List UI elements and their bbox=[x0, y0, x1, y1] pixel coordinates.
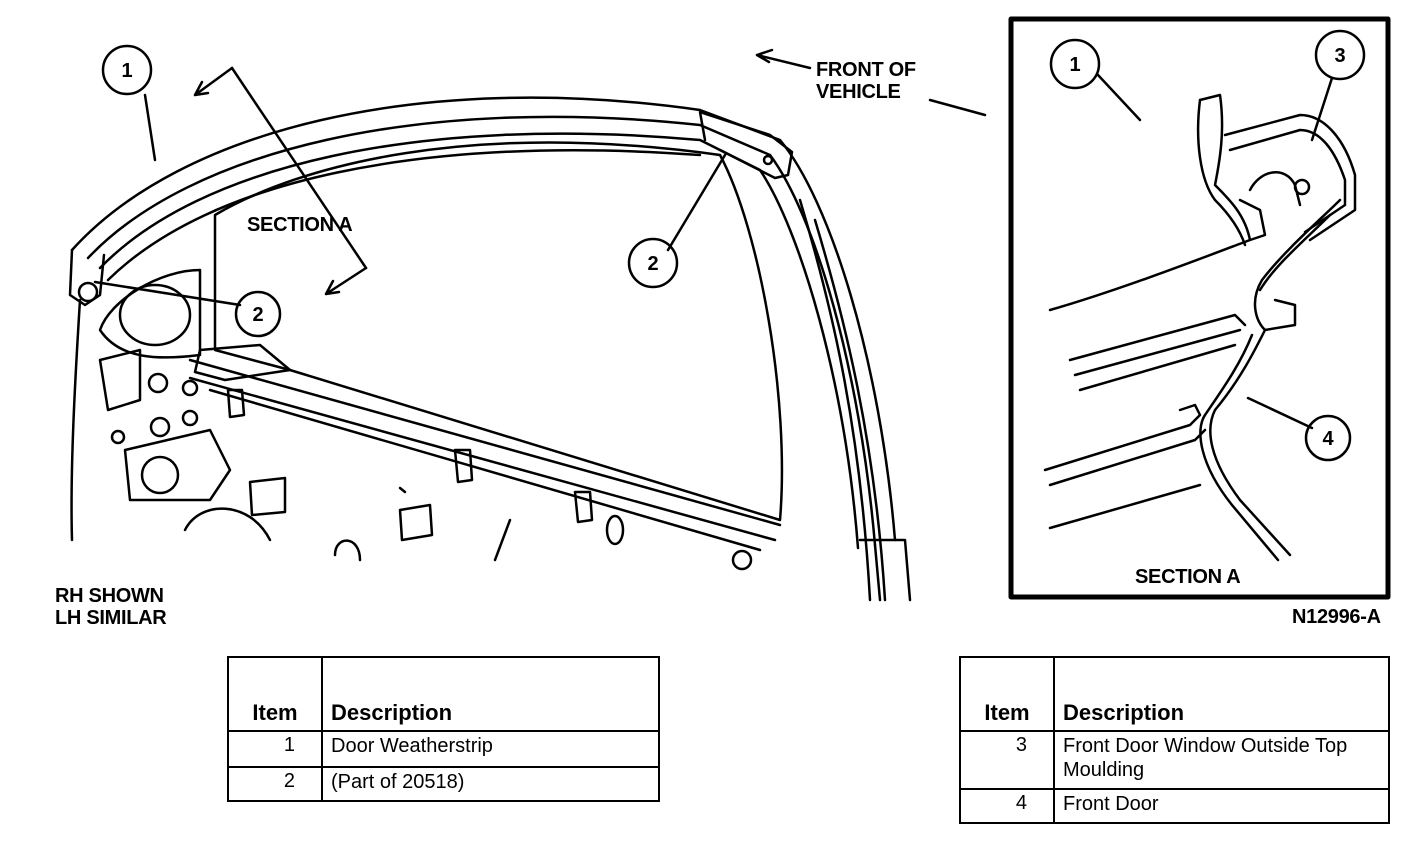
table-row: 4 Front Door bbox=[959, 788, 1390, 824]
row-item: 3 bbox=[959, 730, 1055, 790]
row-description: Front Door Window Outside Top Moulding bbox=[1053, 730, 1390, 790]
front-of-vehicle-line2: VEHICLE bbox=[816, 81, 901, 103]
header-description: Description bbox=[321, 656, 660, 732]
table-row: 2 (Part of 20518) bbox=[227, 766, 660, 802]
callout-1-main: 1 bbox=[121, 60, 132, 82]
header-item: Item bbox=[959, 656, 1055, 732]
door-inner-panel bbox=[70, 298, 82, 542]
figure-code: N12996-A bbox=[1292, 606, 1381, 628]
section-a-inset-frame bbox=[1008, 16, 1391, 600]
legend-table-right: Item Description 3 Front Door Window Out… bbox=[959, 656, 1390, 824]
front-of-vehicle-label: FRONT OF VEHICLE bbox=[816, 59, 916, 103]
front-of-vehicle-line1: FRONT OF bbox=[816, 59, 916, 81]
door-weatherstrip-inner bbox=[86, 115, 877, 547]
row-description: Front Door bbox=[1053, 788, 1390, 824]
callout-2-right: 2 bbox=[647, 253, 658, 275]
header-item: Item bbox=[227, 656, 323, 732]
row-item: 4 bbox=[959, 788, 1055, 824]
legend-header-row: Item Description bbox=[227, 656, 660, 732]
callout-2-left: 2 bbox=[252, 304, 263, 326]
row-description: Door Weatherstrip bbox=[321, 730, 660, 768]
door-weatherstrip-outer bbox=[70, 96, 897, 542]
lh-similar-line: LH SIMILAR bbox=[55, 607, 167, 629]
row-item: 2 bbox=[227, 766, 323, 802]
rh-shown-label: RH SHOWN LH SIMILAR bbox=[55, 585, 167, 629]
row-description: (Part of 20518) bbox=[321, 766, 660, 802]
callout-3-inset: 3 bbox=[1334, 45, 1345, 67]
section-a-main-label: SECTION A bbox=[247, 214, 353, 236]
callout-1-inset: 1 bbox=[1069, 54, 1080, 76]
legend-table-left: Item Description 1 Door Weatherstrip 2 (… bbox=[227, 656, 660, 802]
rh-shown-line: RH SHOWN bbox=[55, 585, 164, 607]
callout-4-inset: 4 bbox=[1322, 428, 1334, 450]
table-row: 3 Front Door Window Outside Top Moulding bbox=[959, 730, 1390, 790]
header-description: Description bbox=[1053, 656, 1390, 732]
section-a-inset-label: SECTION A bbox=[1135, 566, 1241, 588]
row-item: 1 bbox=[227, 730, 323, 768]
table-row: 1 Door Weatherstrip bbox=[227, 730, 660, 768]
legend-header-row: Item Description bbox=[959, 656, 1390, 732]
window-opening bbox=[213, 141, 784, 522]
